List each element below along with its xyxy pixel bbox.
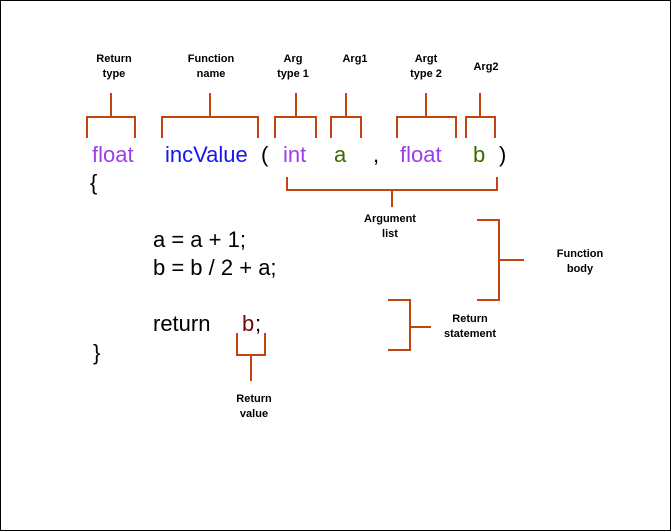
arg-type-2-label: Argt type 2 — [410, 53, 442, 80]
return-statement-label: Return statement — [444, 313, 496, 340]
comma: , — [373, 142, 380, 167]
return-keyword: return — [153, 311, 211, 336]
arg2-name: b — [473, 142, 486, 167]
arg2-label: Arg2 — [473, 61, 499, 73]
function-name-label: Function name — [187, 53, 235, 80]
return-semicolon: ; — [255, 311, 262, 336]
argument-list-label: Argument list — [364, 213, 416, 240]
return-value-label: Return value — [236, 393, 272, 420]
function-body-label: Function body — [556, 248, 604, 275]
function-name-text: incValue — [165, 142, 248, 167]
return-type-bracket — [86, 93, 136, 138]
arg1-label: Arg1 — [342, 53, 368, 65]
arg-type-1-bracket — [274, 93, 317, 138]
function-body-bracket — [477, 219, 524, 301]
return-value-bracket — [236, 333, 266, 381]
function-name-bracket — [161, 93, 259, 138]
arg2-bracket — [465, 93, 496, 138]
return-type-label: Return type — [96, 53, 132, 80]
return-statement-bracket — [388, 299, 431, 351]
arg1-name: a — [334, 142, 347, 167]
arg-type-1-keyword: int — [283, 142, 307, 167]
close-paren: ) — [499, 142, 507, 167]
return-type-keyword: float — [92, 142, 134, 167]
body-line-1: a = a + 1; — [153, 227, 246, 252]
body-line-2: b = b / 2 + a; — [153, 255, 277, 280]
arg-type-2-keyword: float — [400, 142, 442, 167]
close-brace: } — [93, 340, 101, 365]
open-paren: ( — [261, 142, 269, 167]
return-variable: b — [242, 311, 255, 336]
arg1-bracket — [330, 93, 362, 138]
argument-list-bracket — [286, 177, 498, 207]
arg-type-2-bracket — [396, 93, 457, 138]
arg-type-1-label: Arg type 1 — [277, 53, 309, 80]
open-brace: { — [90, 170, 98, 195]
